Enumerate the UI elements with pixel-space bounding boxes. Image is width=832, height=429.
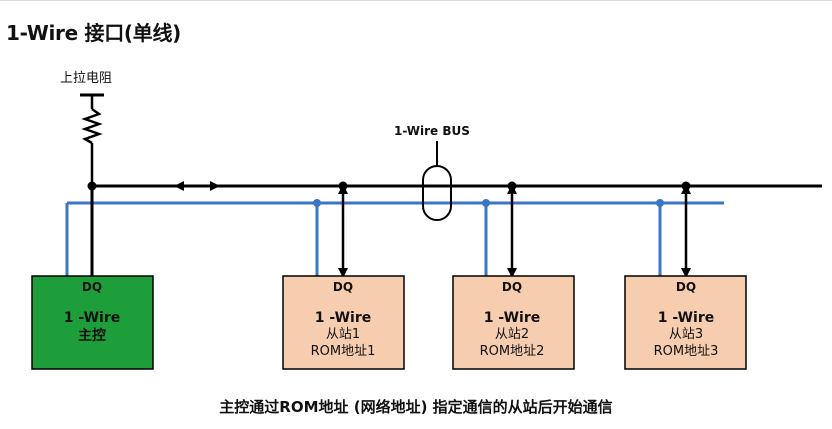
slave-device-2: DQ 1 -Wire 从站2 ROM地址2: [452, 275, 575, 370]
master-device: DQ 1 -Wire 主控: [31, 275, 154, 370]
page-title: 1-Wire 接口(单线): [6, 21, 182, 45]
resistor-icon: [81, 107, 103, 145]
slave1-line2: 从站1: [326, 327, 360, 342]
pullup-label: 上拉电阻: [60, 71, 112, 86]
master-bus-junction: [87, 181, 97, 191]
cable-ring-icon: [422, 165, 452, 221]
slave-device-3: DQ 1 -Wire 从站3 ROM地址3: [624, 275, 747, 370]
master-line2: 主控: [78, 327, 106, 344]
slave2-box: [452, 275, 575, 370]
diagram-caption: 主控通过ROM地址 (网络地址) 指定通信的从站后开始通信: [219, 398, 613, 416]
master-pin-label: DQ: [82, 280, 102, 294]
slave3-line3: ROM地址3: [654, 344, 719, 359]
slave1-pin-label: DQ: [333, 280, 353, 294]
master-box: [31, 275, 154, 370]
slave2-pin-label: DQ: [502, 280, 522, 294]
slave3-line1: 1 -Wire: [658, 310, 714, 326]
slave1-box: [282, 275, 405, 370]
slave3-line2: 从站3: [669, 327, 703, 342]
slave2-line3: ROM地址2: [480, 344, 545, 359]
slave1-line1: 1 -Wire: [315, 310, 371, 326]
slave1-line3: ROM地址1: [311, 344, 376, 359]
slave3-box: [624, 275, 747, 370]
slave-device-1: DQ 1 -Wire 从站1 ROM地址1: [282, 275, 405, 370]
bus-label: 1-Wire BUS: [394, 124, 470, 138]
slave2-line1: 1 -Wire: [484, 310, 540, 326]
slave3-pin-label: DQ: [676, 280, 696, 294]
master-line1: 1 -Wire: [64, 310, 120, 326]
top-divider: [0, 0, 832, 1]
slave2-line2: 从站2: [495, 327, 529, 342]
